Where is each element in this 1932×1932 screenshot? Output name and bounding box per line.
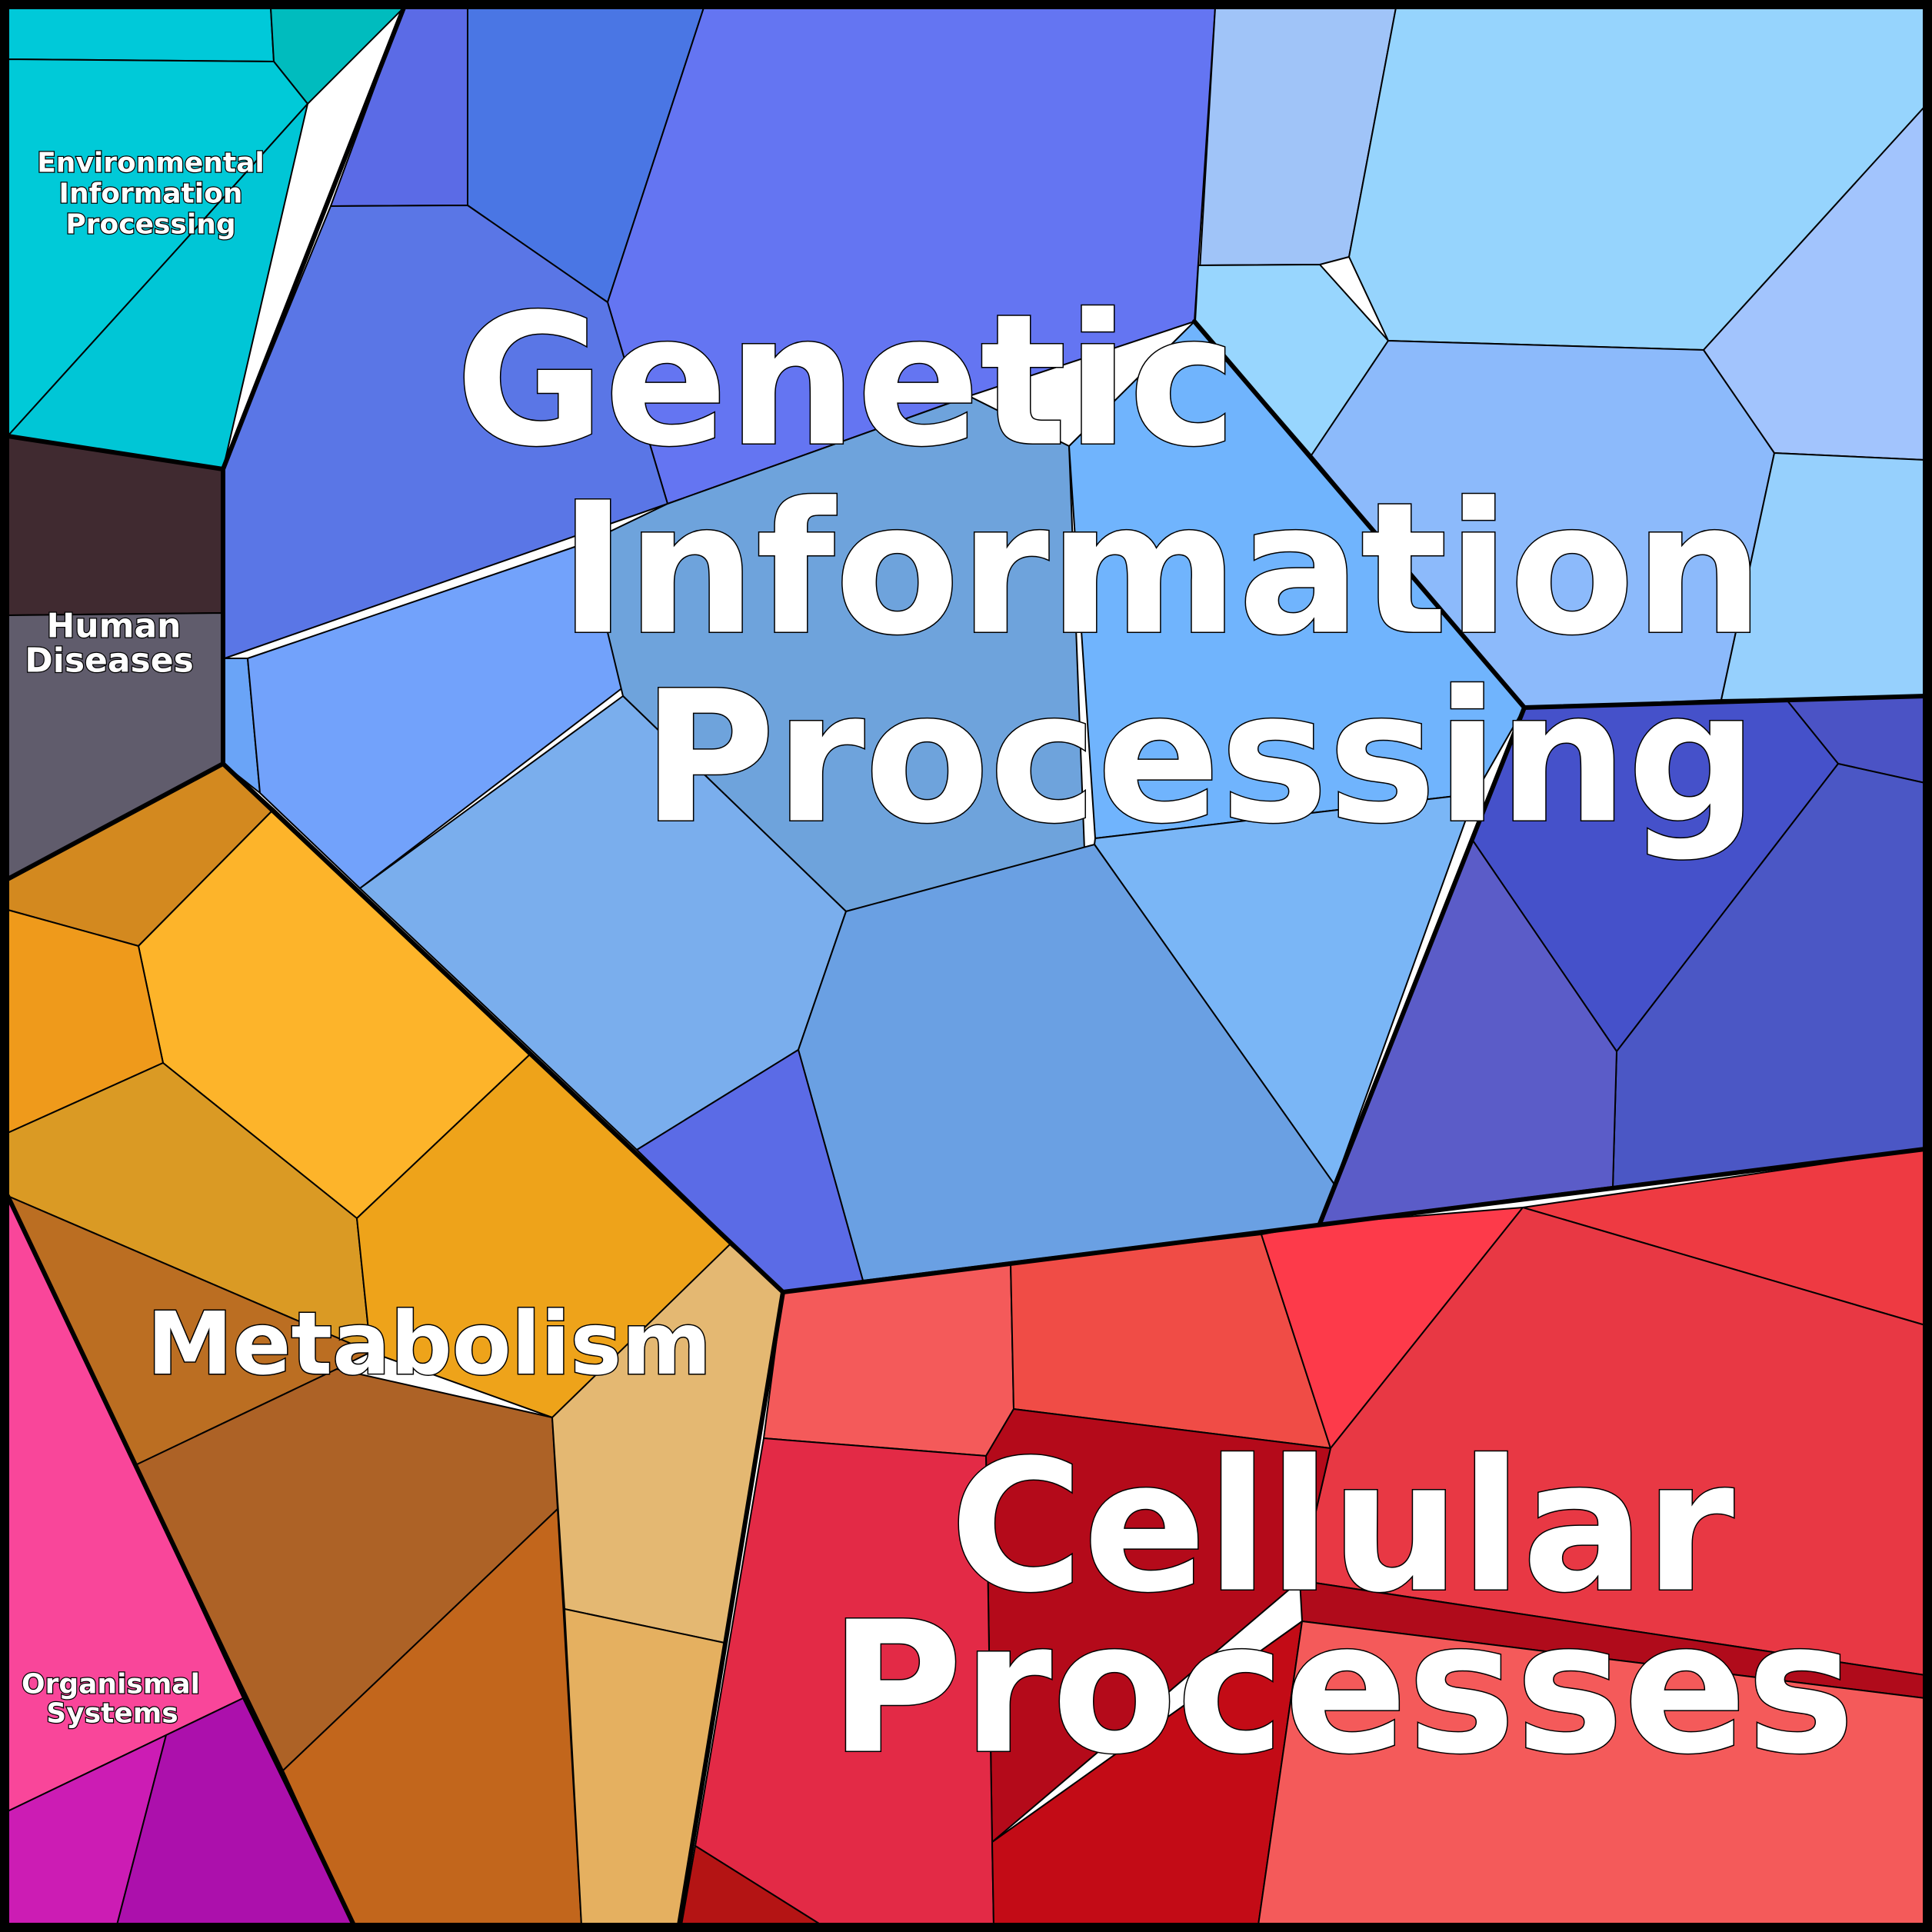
label-line: Genetic — [455, 275, 1236, 487]
label-line: Systems — [46, 1698, 178, 1730]
category-boundary — [5, 1194, 356, 1927]
category-boundary — [1192, 319, 1527, 710]
label-line: Metabolism — [147, 1294, 711, 1394]
category-boundaries — [5, 5, 1927, 1927]
category-boundary — [5, 5, 406, 881]
cell-environmental — [7, 7, 275, 62]
label-line: Diseases — [25, 641, 194, 681]
label-organismal-systems: Organismal Systems — [21, 1667, 201, 1730]
label-line: Environmental — [37, 148, 265, 179]
category-boundary — [781, 1147, 1927, 1294]
label-line: Processing — [65, 209, 235, 241]
label-line: Processes — [830, 1583, 1855, 1794]
cell-cellular — [985, 1408, 1331, 1843]
label-line: Human — [46, 607, 181, 646]
treemap-cells — [7, 7, 1926, 1926]
label-line: Information — [59, 178, 243, 210]
label-human-diseases: Human Diseases — [24, 605, 195, 681]
label-environmental-information-processing: Environmental Information Processing — [36, 146, 265, 242]
cell-genetic — [247, 542, 628, 889]
label-line: Organismal — [22, 1669, 200, 1700]
label-line: Cellular — [950, 1421, 1734, 1633]
cell-genetic — [1068, 321, 1525, 839]
label-genetic-information-processing: Genetic Information Processing — [455, 274, 1765, 864]
label-line: Information — [559, 464, 1764, 675]
label-cellular-processes: Cellular Processes — [828, 1420, 1856, 1795]
category-boundary — [5, 434, 225, 471]
label-line: Processing — [642, 652, 1757, 864]
label-metabolism: Metabolism — [146, 1294, 713, 1396]
